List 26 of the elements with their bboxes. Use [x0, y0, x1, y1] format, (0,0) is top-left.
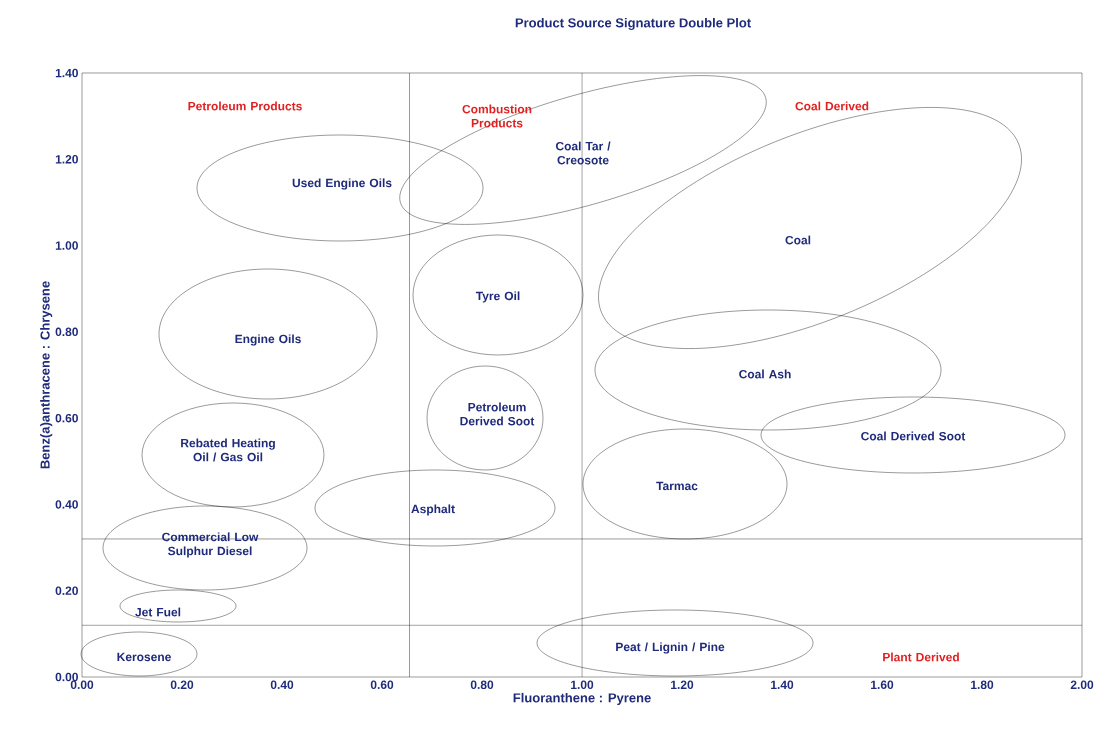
y-tick-label: 0.40: [55, 500, 78, 509]
region-label: Combustion Products: [462, 104, 532, 128]
x-tick-label: 0.00: [70, 680, 94, 690]
y-tick-label: 0.20: [55, 586, 78, 595]
x-tick-label: 0.80: [470, 680, 494, 690]
x-tick-label: 0.20: [170, 680, 194, 690]
x-tick-label: 1.00: [571, 680, 594, 690]
y-tick-label: 0.80: [55, 327, 78, 337]
y-axis-title: Benz(a)anthracene : Chrysene: [40, 281, 53, 469]
y-tick-label: 1.00: [55, 241, 78, 250]
x-tick-label: 2.00: [1070, 680, 1094, 690]
region-label: Coal Derived: [795, 101, 869, 111]
region-label: Plant Derived: [883, 652, 959, 662]
y-tick-label: 0.60: [55, 413, 78, 423]
x-tick-label: 1.20: [671, 680, 694, 690]
region-label: Petroleum Products: [188, 101, 302, 111]
x-tick-label: 1.40: [771, 680, 794, 690]
x-tick-label: 1.80: [971, 680, 994, 690]
chart-title: Product Source Signature Double Plot: [515, 17, 751, 31]
y-tick-label: 1.40: [55, 68, 78, 78]
x-tick-label: 0.40: [270, 680, 294, 690]
x-tick-label: 0.60: [370, 680, 394, 690]
y-tick-label: 0.00: [55, 672, 78, 682]
x-tick-label: 1.60: [871, 680, 894, 690]
y-tick-label: 1.20: [55, 155, 78, 164]
x-axis-title: Fluoranthene : Pyrene: [513, 692, 651, 706]
